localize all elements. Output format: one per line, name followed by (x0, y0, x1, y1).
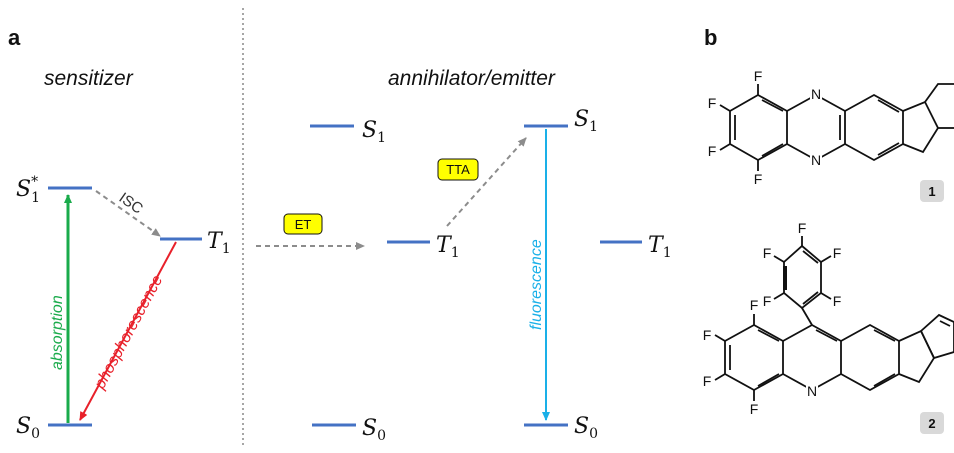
phosphorescence-arrow (79, 241, 177, 421)
molecule-2-atom-pf1: F (798, 220, 807, 236)
et-badge (283, 213, 323, 235)
molecule-2-number: 2 (928, 416, 935, 431)
molecule-2-atom-f2: F (703, 327, 712, 343)
molecule-1-badge (920, 180, 944, 202)
molecule-2-atom-f3: F (703, 373, 712, 389)
tta-badge (437, 158, 479, 181)
annihilator-title: annihilator/emitter (388, 67, 556, 90)
annihilator-t1-label-right: T1 (648, 233, 672, 261)
phosphorescence-label: phosphorescence (91, 273, 166, 393)
molecule-1-atom-f3: F (708, 143, 717, 159)
sensitizer-t1-label: T1 (207, 229, 231, 257)
panel-letter-a: a (8, 25, 21, 50)
annihilator-s1-label-left: S1 (362, 118, 386, 146)
sensitizer-s0-label: S0 (16, 414, 40, 442)
molecule-1-atom-n2: N (811, 152, 821, 168)
molecule-2-atom-f4: F (750, 401, 759, 417)
annihilator-s0-label-left: S0 (362, 416, 386, 444)
molecule-2-atom-pf2: F (833, 245, 842, 261)
molecule-2-badge (920, 412, 944, 434)
panel-letter-b: b (704, 25, 717, 50)
et-label: ET (295, 217, 312, 232)
tta-label: TTA (446, 162, 470, 177)
molecule-1-atom-f1: F (754, 68, 763, 84)
annihilator-s0-label-right: S0 (574, 414, 598, 442)
molecule-1-structure (719, 83, 954, 171)
sensitizer-s1-star-label: S*1 (16, 174, 40, 206)
annihilator-t1-label-left: T1 (436, 233, 460, 261)
molecule-1-number: 1 (928, 184, 935, 199)
absorption-label: absorption (49, 295, 66, 370)
isc-label: ISC (116, 189, 146, 217)
molecule-1-atom-f2: F (708, 95, 717, 111)
isc-arrow (95, 190, 161, 237)
molecule-1-atom-f4: F (754, 171, 763, 187)
molecule-2-atom-f1: F (750, 297, 759, 313)
annihilator-s1-label-right: S1 (574, 107, 598, 135)
molecule-2-structure (714, 236, 954, 401)
sensitizer-title: sensitizer (44, 67, 134, 90)
molecule-1-atoms: N N F F F F (708, 68, 822, 187)
molecule-1-atom-n1: N (811, 86, 821, 102)
fluorescence-label: fluorescence (528, 239, 545, 330)
molecule-2-atom-n: N (807, 383, 817, 399)
molecule-2-atoms: N F F F F F F F F F (703, 220, 842, 417)
molecule-2-atom-pf4: F (763, 293, 772, 309)
tta-arrow (446, 137, 527, 227)
molecule-2-atom-pf5: F (833, 293, 842, 309)
molecule-2-atom-pf3: F (763, 245, 772, 261)
